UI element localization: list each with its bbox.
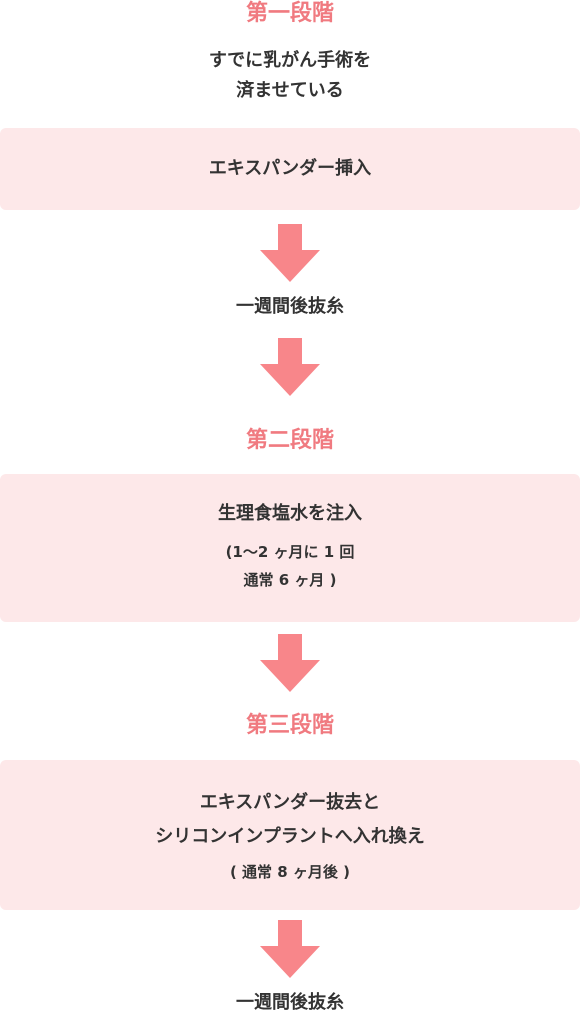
down-arrow-icon <box>260 920 320 978</box>
stage3-box-line2: シリコンインプラントへ入れ換え <box>155 826 425 847</box>
stage1-intro-line1: すでに乳がん手術を <box>208 50 372 71</box>
down-arrow-icon <box>260 224 320 282</box>
stage3-title: 第三段階 <box>245 713 334 738</box>
down-arrow-icon <box>260 338 320 396</box>
stage3-box: エキスパンダー抜去と シリコンインプラントへ入れ換え ( 通常 8 ヶ月後 ) <box>0 760 580 910</box>
stage3-box-line1: エキスパンダー抜去と <box>199 792 381 813</box>
stage2-title: 第二段階 <box>245 428 334 453</box>
stage2-box-line3: 通常 6 ヶ月 ) <box>243 571 337 589</box>
stage1-title: 第一段階 <box>245 1 334 26</box>
stage1-box: エキスパンダー挿入 <box>0 128 580 210</box>
stage3-after: 一週間後抜糸 <box>236 992 344 1013</box>
stage2-box-line2: (1〜2 ヶ月に 1 回 <box>225 543 355 561</box>
stage1-intro: すでに乳がん手術を 済ませている <box>0 46 580 106</box>
stage1-after: 一週間後抜糸 <box>236 296 344 317</box>
stage1-intro-line2: 済ませている <box>236 80 344 101</box>
down-arrow-icon <box>260 634 320 692</box>
stage2-box: 生理食塩水を注入 (1〜2 ヶ月に 1 回 通常 6 ヶ月 ) <box>0 474 580 622</box>
stage3-box-line3: ( 通常 8 ヶ月後 ) <box>229 863 351 881</box>
stage2-box-line1: 生理食塩水を注入 <box>218 503 362 524</box>
stage1-box-text: エキスパンダー挿入 <box>208 158 372 179</box>
